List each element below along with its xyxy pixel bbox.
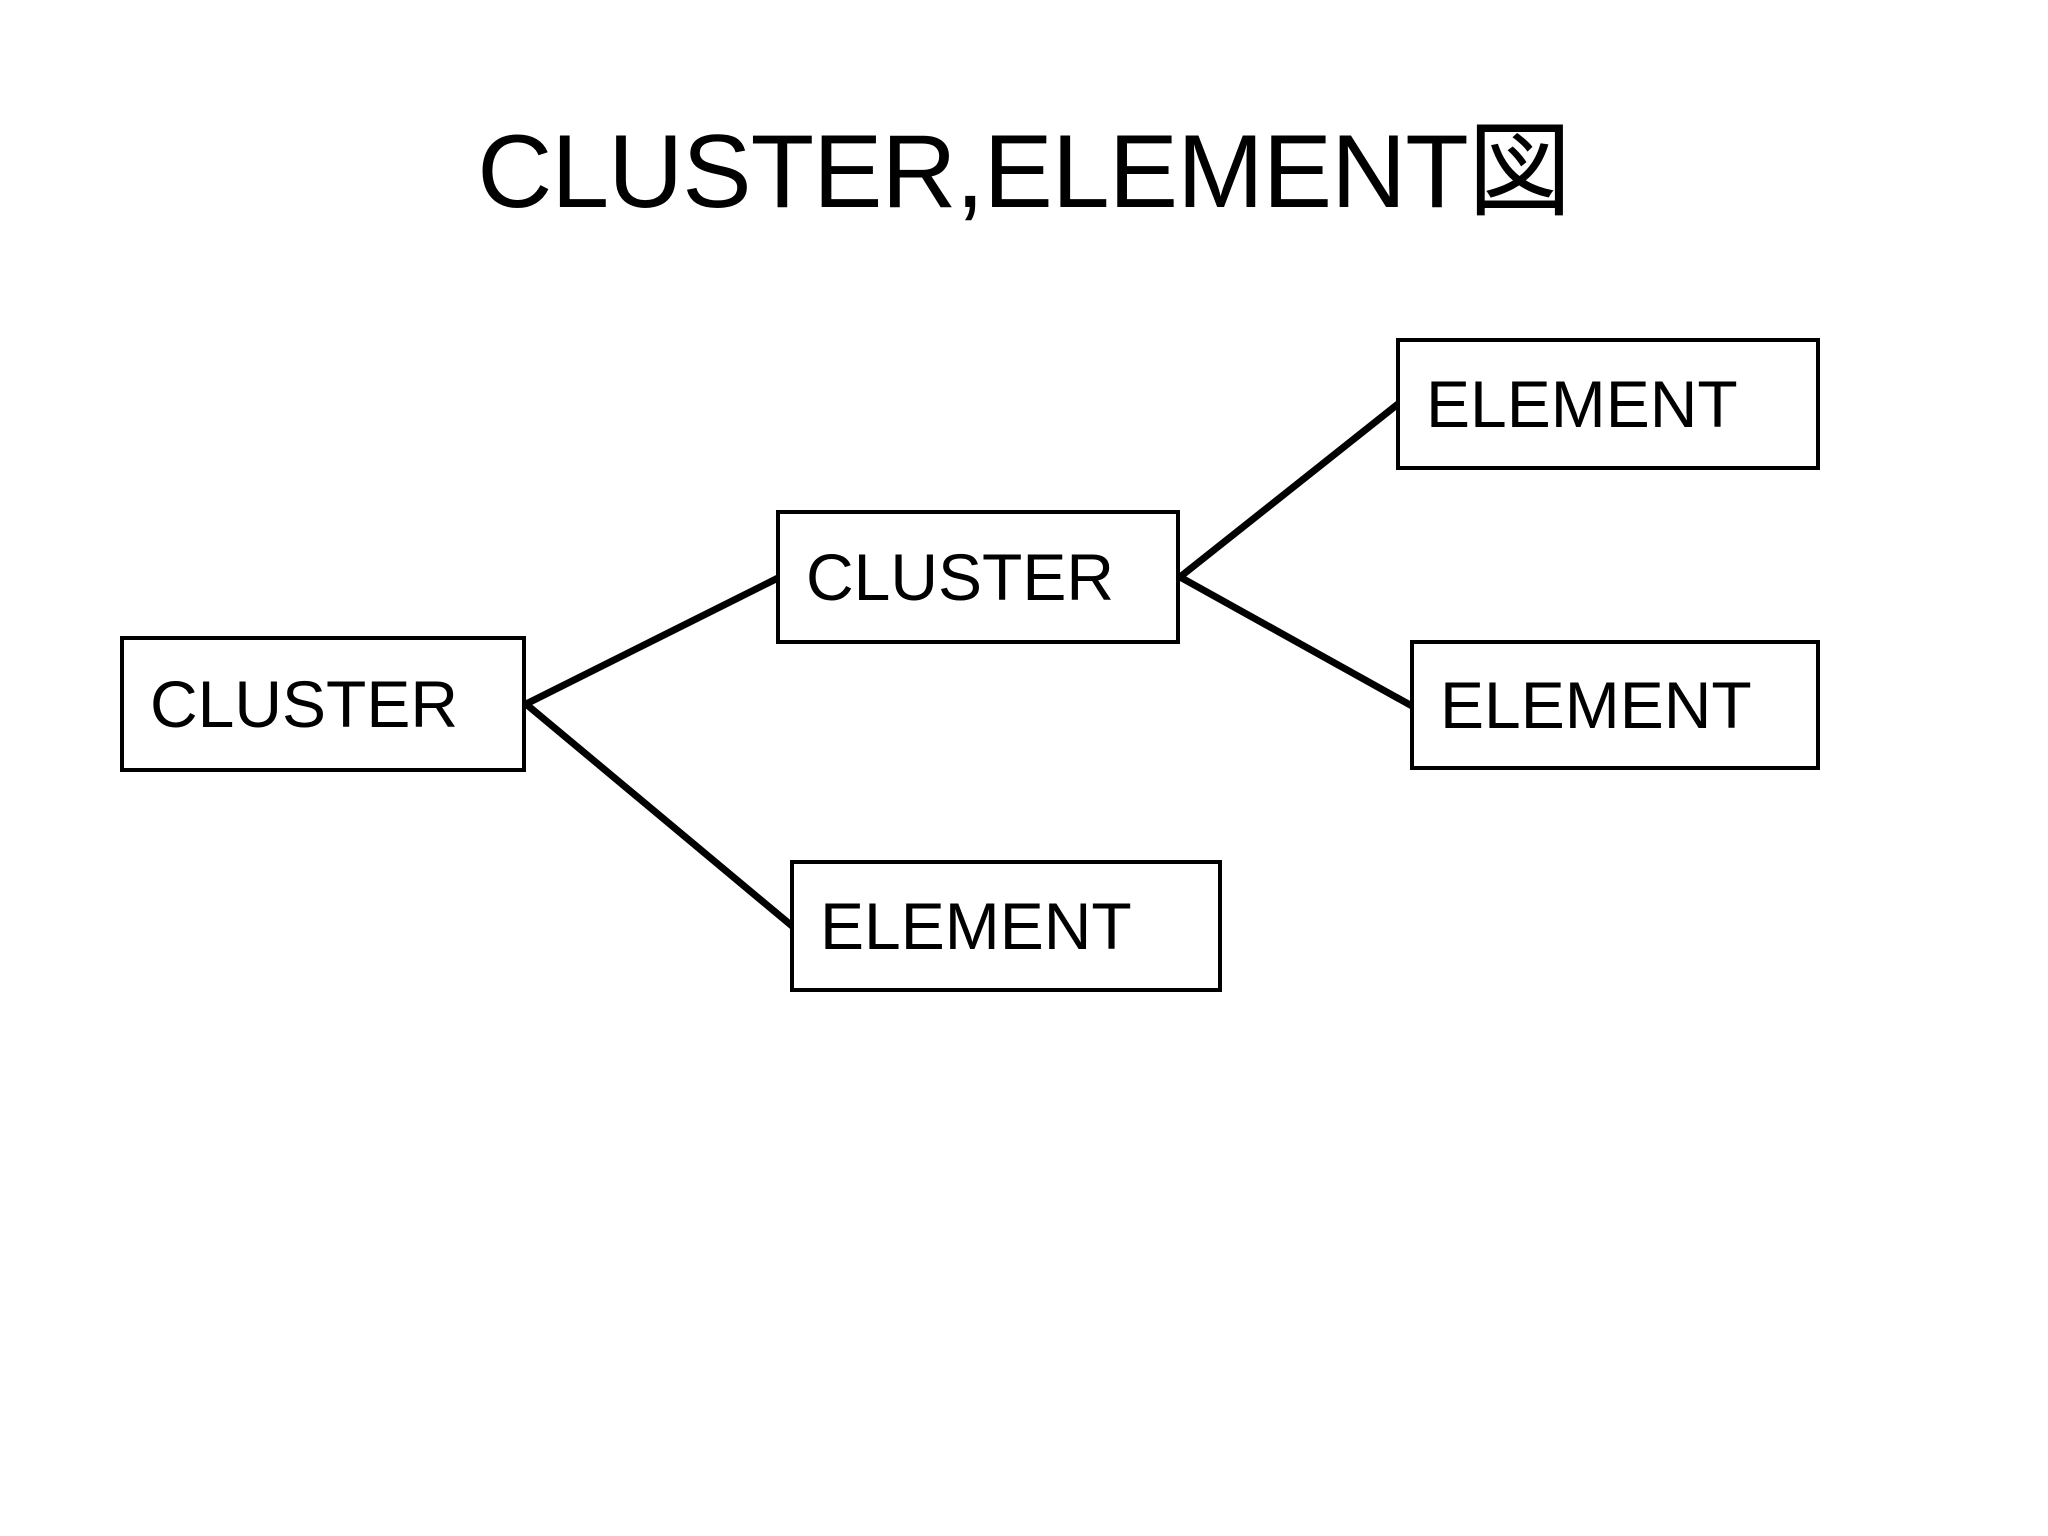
- node-sub-cluster[interactable]: CLUSTER: [776, 510, 1180, 644]
- node-element-top[interactable]: ELEMENT: [1396, 338, 1820, 470]
- node-element-bottom[interactable]: ELEMENT: [790, 860, 1222, 992]
- edge-root-cluster-to-sub-cluster: [521, 573, 783, 709]
- edge-sub-cluster-to-element-top: [1175, 399, 1403, 582]
- node-element-mid[interactable]: ELEMENT: [1410, 640, 1820, 770]
- page-title: CLUSTER,ELEMENT図: [477, 114, 1572, 230]
- edge-sub-cluster-to-element-mid: [1175, 572, 1417, 711]
- node-label: ELEMENT: [1426, 367, 1738, 441]
- edge-root-cluster-to-element-bottom: [521, 699, 797, 931]
- node-label: CLUSTER: [150, 667, 459, 741]
- node-label: CLUSTER: [806, 540, 1115, 614]
- node-label: ELEMENT: [820, 889, 1132, 963]
- node-label: ELEMENT: [1440, 668, 1752, 742]
- node-root-cluster[interactable]: CLUSTER: [120, 636, 526, 772]
